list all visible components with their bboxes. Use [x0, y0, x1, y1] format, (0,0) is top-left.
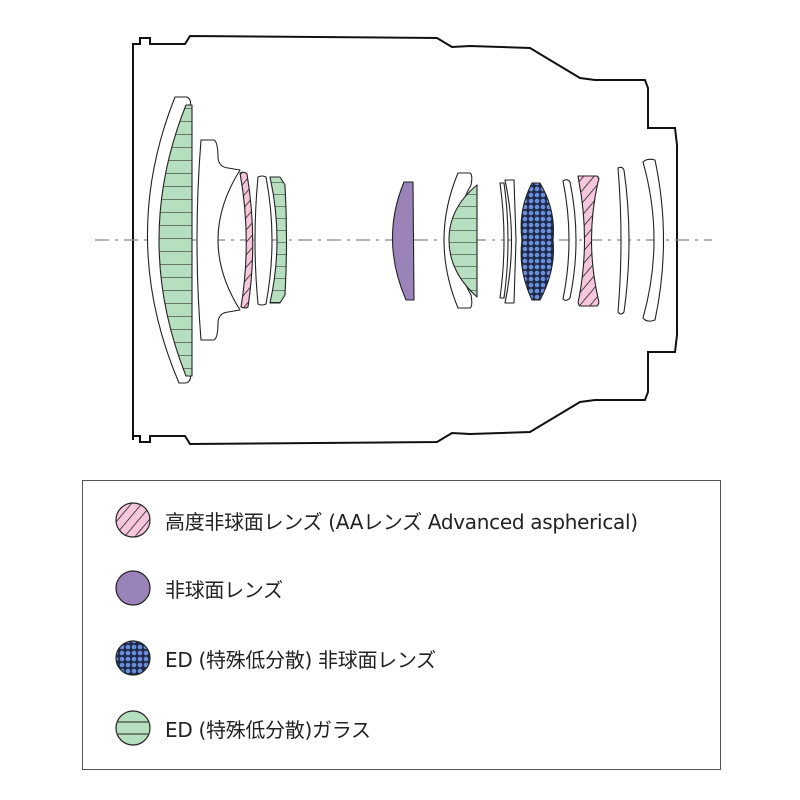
lens-element: [443, 172, 473, 309]
ed-glass-element-3: [448, 184, 478, 298]
legend: 高度非球面レンズ (AAレンズ Advanced aspherical) 非球面…: [82, 480, 721, 770]
lens-element: [504, 179, 517, 304]
aa-aspherical-lens-2: [577, 175, 600, 307]
ed-glass-element-1: [158, 104, 193, 377]
legend-item-aa-aspherical: 高度非球面レンズ (AAレンズ Advanced aspherical): [113, 500, 638, 540]
lens-element: [499, 182, 509, 299]
legend-label: ED (特殊低分散)ガラス: [165, 717, 371, 742]
rear-meniscus-lens: [642, 158, 664, 322]
large-concave-lens: [196, 139, 241, 341]
lens-element: [254, 175, 273, 306]
legend-item-ed-glass: ED (特殊低分散)ガラス: [113, 708, 371, 748]
legend-item-ed-aspherical: ED (特殊低分散) 非球面レンズ: [113, 638, 436, 678]
lens-element: [617, 166, 630, 315]
ed-glass-element-2: [269, 176, 288, 304]
lens-construction-diagram: [95, 34, 712, 446]
dotted-blue-circle-icon: [115, 640, 151, 676]
striped-green-circle-icon: [115, 710, 151, 746]
aa-aspherical-lens-1: [239, 171, 254, 309]
legend-label: 高度非球面レンズ (AAレンズ Advanced aspherical): [165, 509, 638, 534]
ed-aspherical-lens: [520, 182, 555, 301]
legend-item-aspherical: 非球面レンズ: [113, 568, 283, 608]
legend-label: 非球面レンズ: [165, 577, 283, 602]
purple-circle-icon: [115, 570, 151, 606]
lens-element: [562, 179, 577, 301]
aspherical-lens: [391, 181, 415, 301]
legend-label: ED (特殊低分散) 非球面レンズ: [165, 647, 436, 672]
hatched-pink-circle-icon: [115, 502, 151, 538]
